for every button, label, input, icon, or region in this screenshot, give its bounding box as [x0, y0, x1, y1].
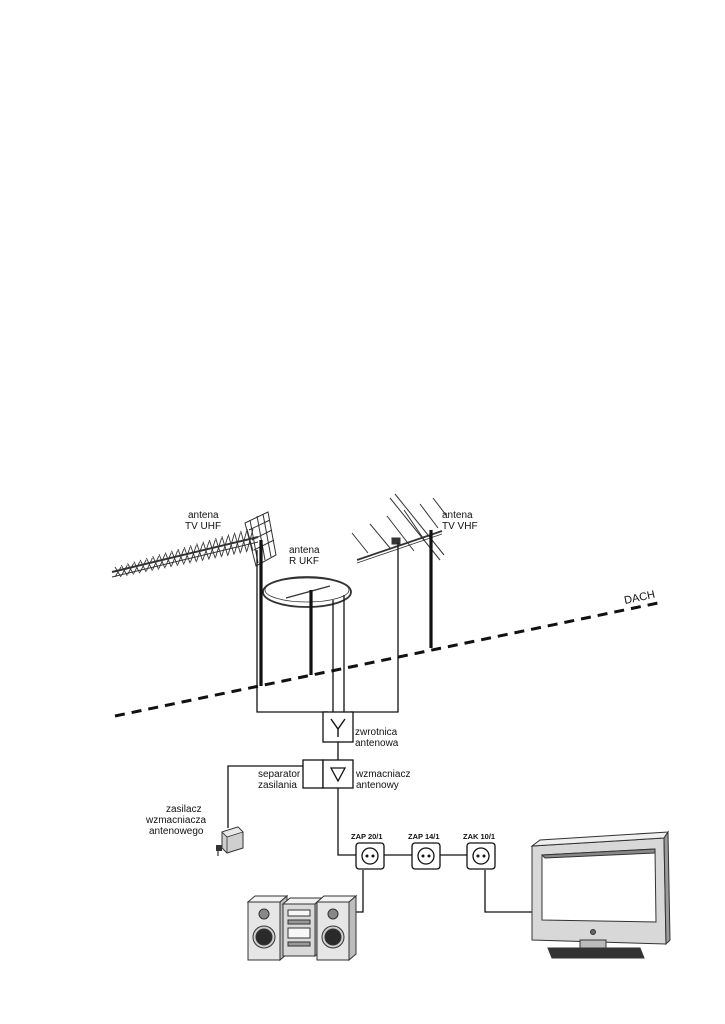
- stereo-system-icon: [246, 894, 358, 962]
- masts: [259, 530, 433, 686]
- diplexer-box: [322, 711, 354, 743]
- separator-box: [302, 759, 324, 789]
- vhf-label-1: antena: [442, 510, 473, 521]
- amplifier-label-2: antenowy: [356, 780, 399, 791]
- diplexer-label-2: antenowa: [355, 738, 399, 749]
- ukf-label-1: antena: [289, 545, 320, 556]
- socket-label-3: ZAK 10/1: [463, 832, 495, 841]
- psu-label-2: wzmacniacza: [145, 815, 206, 826]
- uhf-reflector: [244, 511, 277, 567]
- uhf-label-2: TV UHF: [185, 521, 221, 532]
- amplifier-box: [322, 759, 354, 789]
- uhf-antenna-icon: [111, 511, 277, 578]
- separator-label-1: separator: [258, 769, 301, 780]
- antenna-cables: [256, 543, 399, 713]
- uhf-label-1: antena: [188, 510, 219, 521]
- socket-label-1: ZAP 20/1: [351, 832, 383, 841]
- socket-label-2: ZAP 14/1: [408, 832, 440, 841]
- flat-tv-icon: [530, 830, 671, 959]
- amplifier-label-1: wzmacniacz: [355, 769, 410, 780]
- socket-zap-14: [411, 842, 441, 870]
- power-supply-icon: [216, 826, 244, 856]
- psu-label-1: zasilacz: [166, 804, 202, 815]
- roof-line: [114, 601, 659, 718]
- ukf-label-2: R UKF: [289, 556, 319, 567]
- socket-zak-10: [466, 842, 496, 870]
- diplexer-label-1: zwrotnica: [355, 727, 398, 738]
- psu-label-3: antenowego: [149, 826, 204, 837]
- separator-label-2: zasilania: [258, 780, 297, 791]
- ukf-antenna-icon: [262, 576, 352, 608]
- vhf-label-2: TV VHF: [442, 521, 478, 532]
- socket-zap-20: [355, 842, 385, 870]
